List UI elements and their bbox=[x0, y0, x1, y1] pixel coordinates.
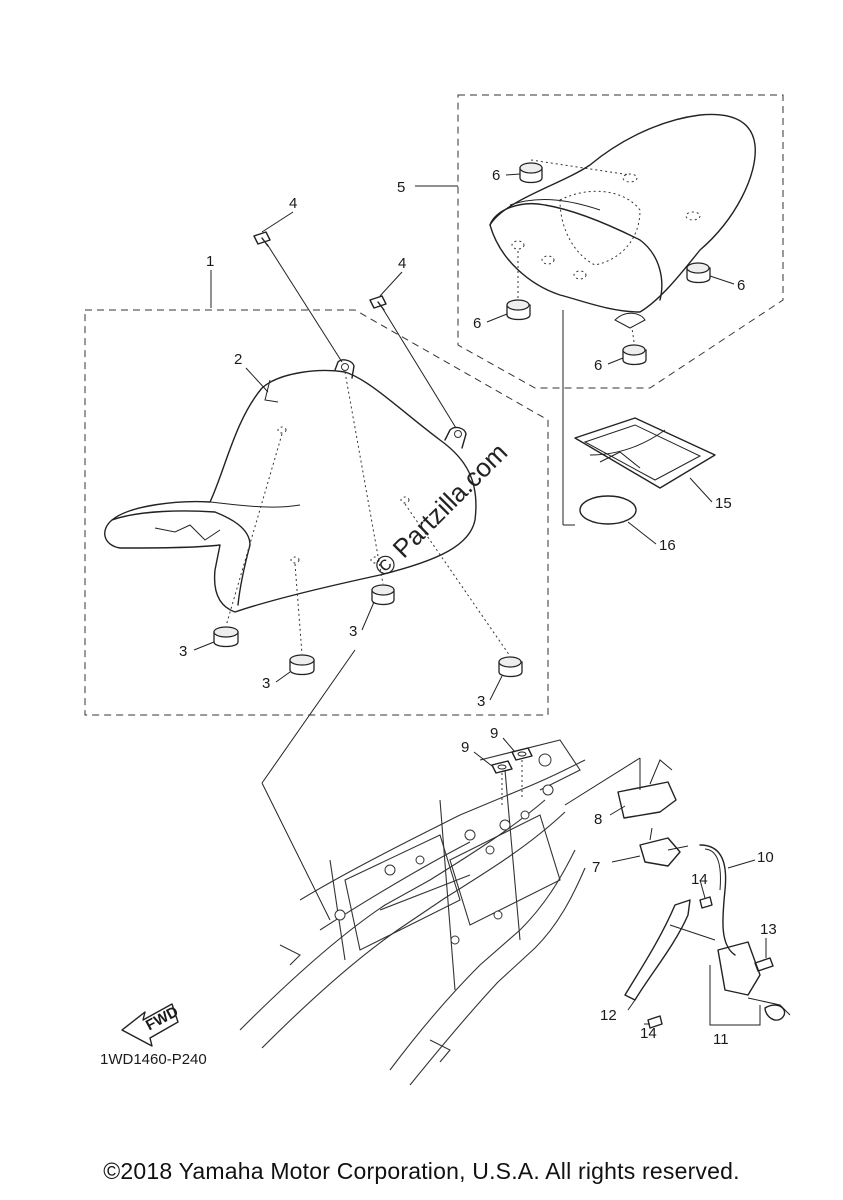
callout-3-c[interactable]: 3 bbox=[349, 623, 357, 640]
rider-seat[interactable] bbox=[104, 359, 477, 613]
grommet-1[interactable] bbox=[213, 626, 239, 648]
callout-6-b[interactable]: 6 bbox=[737, 277, 745, 294]
callout-11[interactable]: 11 bbox=[713, 1031, 729, 1048]
callout-6-d[interactable]: 6 bbox=[594, 357, 602, 374]
callout-15[interactable]: 15 bbox=[715, 495, 732, 512]
callout-5[interactable]: 5 bbox=[397, 179, 405, 196]
band-ring[interactable] bbox=[579, 495, 637, 525]
nut-1[interactable] bbox=[491, 760, 513, 774]
passenger-grommet-3[interactable] bbox=[506, 299, 531, 321]
seat-lock-cable[interactable] bbox=[699, 844, 736, 956]
rear-frame bbox=[239, 739, 586, 1086]
callout-4-a[interactable]: 4 bbox=[289, 195, 297, 212]
lock-bracket[interactable] bbox=[617, 759, 677, 819]
callout-14-a[interactable]: 14 bbox=[691, 871, 708, 888]
lock-lever[interactable] bbox=[624, 899, 716, 1001]
callout-3-a[interactable]: 3 bbox=[179, 643, 187, 660]
passenger-grommet-2[interactable] bbox=[686, 262, 711, 284]
screw-13[interactable] bbox=[754, 957, 774, 972]
callout-8[interactable]: 8 bbox=[594, 811, 602, 828]
callout-6-c[interactable]: 6 bbox=[473, 315, 481, 332]
watermark-text: © Partzilla.com bbox=[368, 437, 513, 582]
screw-14-lower[interactable] bbox=[647, 1015, 663, 1029]
grommet-2[interactable] bbox=[289, 654, 315, 676]
key-cylinder[interactable] bbox=[717, 941, 791, 1021]
callout-12[interactable]: 12 bbox=[600, 1007, 617, 1024]
copyright-notice: ©2018 Yamaha Motor Corporation, U.S.A. A… bbox=[103, 1158, 740, 1184]
diagram-code: 1WD1460-P240 bbox=[100, 1051, 207, 1068]
callout-2[interactable]: 2 bbox=[234, 351, 242, 368]
fwd-label: FWD bbox=[143, 1003, 181, 1034]
seat-bolt-lower[interactable] bbox=[369, 295, 387, 311]
passenger-grommet-4[interactable] bbox=[622, 344, 647, 366]
rider-seat-group bbox=[84, 270, 549, 716]
callout-7[interactable]: 7 bbox=[592, 859, 600, 876]
fwd-arrow: FWD bbox=[121, 1003, 181, 1047]
callout-14-b[interactable]: 14 bbox=[640, 1025, 657, 1042]
callout-9-a[interactable]: 9 bbox=[461, 739, 469, 756]
nut-2[interactable] bbox=[511, 747, 533, 761]
tool-bag[interactable] bbox=[574, 417, 716, 489]
grommet-3[interactable] bbox=[371, 584, 395, 606]
passenger-seat[interactable] bbox=[489, 113, 756, 329]
callout-16[interactable]: 16 bbox=[659, 537, 676, 554]
grommet-4[interactable] bbox=[498, 656, 523, 678]
callout-3-d[interactable]: 3 bbox=[477, 693, 485, 710]
seat-bolt-upper[interactable] bbox=[253, 231, 271, 247]
callout-6-a[interactable]: 6 bbox=[492, 167, 500, 184]
screw-14-upper[interactable] bbox=[699, 896, 713, 909]
callout-4-b[interactable]: 4 bbox=[398, 255, 406, 272]
callout-9-b[interactable]: 9 bbox=[490, 725, 498, 742]
passenger-seat-group bbox=[415, 94, 784, 389]
callout-13[interactable]: 13 bbox=[760, 921, 777, 938]
seat-lock[interactable] bbox=[639, 827, 689, 867]
callout-10[interactable]: 10 bbox=[757, 849, 774, 866]
callout-1[interactable]: 1 bbox=[206, 253, 214, 270]
passenger-grommet-1[interactable] bbox=[519, 162, 543, 184]
callout-3-b[interactable]: 3 bbox=[262, 675, 270, 692]
